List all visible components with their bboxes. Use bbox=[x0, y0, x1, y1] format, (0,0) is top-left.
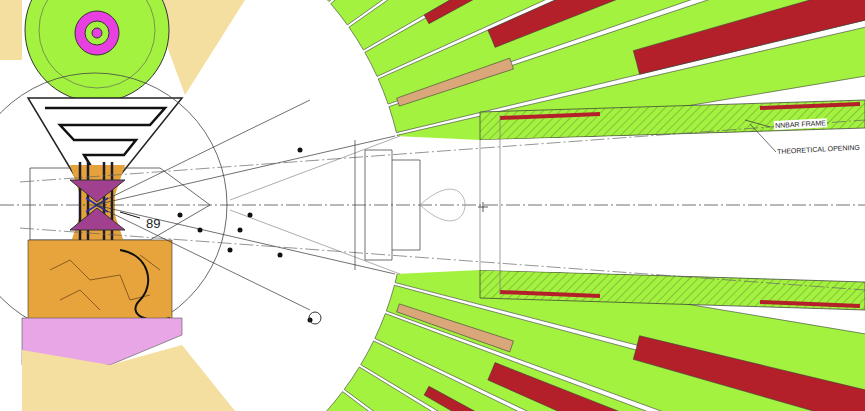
red-sliver bbox=[488, 0, 802, 47]
part-label: NNBAR FRAME bbox=[774, 118, 827, 130]
core-dot bbox=[92, 28, 102, 38]
callout-number: 89 bbox=[145, 216, 161, 231]
fixing-dot bbox=[198, 228, 203, 233]
cooling-coil bbox=[45, 108, 165, 168]
tan-sliver bbox=[397, 58, 514, 106]
red-sliver bbox=[633, 0, 865, 74]
beige-region bbox=[0, 0, 22, 60]
fixing-dot bbox=[278, 253, 283, 258]
red-sliver bbox=[424, 0, 552, 24]
red-sliver bbox=[633, 336, 865, 411]
fixing-dot bbox=[228, 248, 233, 253]
inner-ring bbox=[85, 21, 109, 45]
shield-fan bbox=[95, 0, 865, 411]
part-label: THEORETICAL OPENING bbox=[776, 143, 861, 156]
support-bar bbox=[103, 162, 106, 248]
red-sliver bbox=[488, 363, 802, 411]
leader-line bbox=[120, 212, 140, 218]
fixing-dot bbox=[248, 213, 253, 218]
cryostat-circle bbox=[25, 0, 169, 102]
fixing-ring bbox=[309, 312, 321, 324]
fixing-dot bbox=[238, 228, 243, 233]
construction-lines bbox=[0, 100, 865, 310]
cryostat-ring bbox=[39, 0, 155, 88]
magenta-ring bbox=[75, 11, 119, 55]
leader-line bbox=[745, 120, 776, 152]
tan-sliver bbox=[397, 304, 514, 352]
fixing-dot bbox=[178, 213, 183, 218]
red-sliver bbox=[424, 386, 552, 411]
beige-region bbox=[22, 345, 235, 411]
cable bbox=[120, 250, 170, 320]
orange-region bbox=[28, 240, 172, 320]
fixing-dot bbox=[298, 148, 303, 153]
